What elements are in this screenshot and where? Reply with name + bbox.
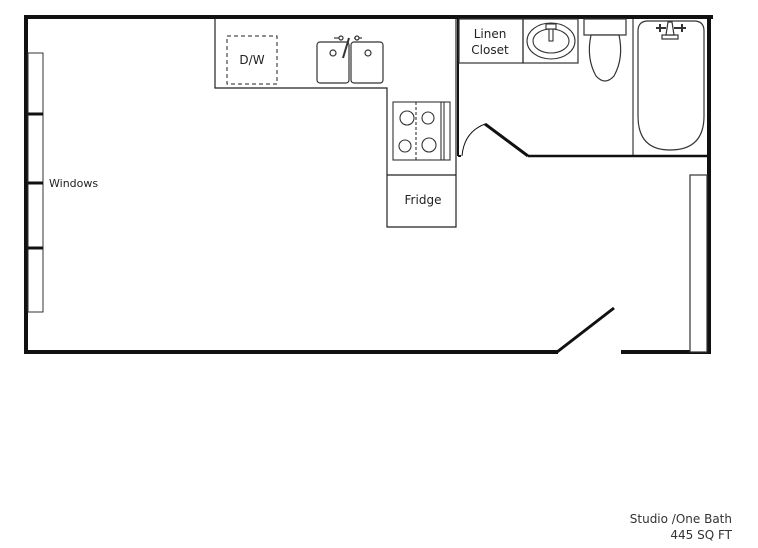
linen-closet-label-line2: Closet xyxy=(471,43,509,57)
bathroom-sink xyxy=(526,22,576,60)
toilet xyxy=(583,18,627,82)
unit-type-label: Studio /One Bath xyxy=(629,512,732,526)
bathroom-walls xyxy=(457,17,709,158)
fridge-label: Fridge xyxy=(405,193,442,207)
exterior-walls xyxy=(24,15,713,354)
kitchen-sink xyxy=(316,35,384,84)
linen-closet xyxy=(458,18,579,64)
closet-shelf xyxy=(689,174,708,353)
linen-closet-label-line1: Linen xyxy=(474,27,507,41)
stove xyxy=(392,101,451,161)
window-mullions xyxy=(28,112,43,250)
entry-door xyxy=(556,306,615,354)
bathtub xyxy=(637,20,705,151)
kitchen-counter xyxy=(214,19,457,228)
dishwasher-label: D/W xyxy=(239,53,264,67)
windows-label: Windows xyxy=(49,177,98,190)
dishwasher-outline xyxy=(226,35,278,85)
area-label: 445 SQ FT xyxy=(670,528,732,542)
